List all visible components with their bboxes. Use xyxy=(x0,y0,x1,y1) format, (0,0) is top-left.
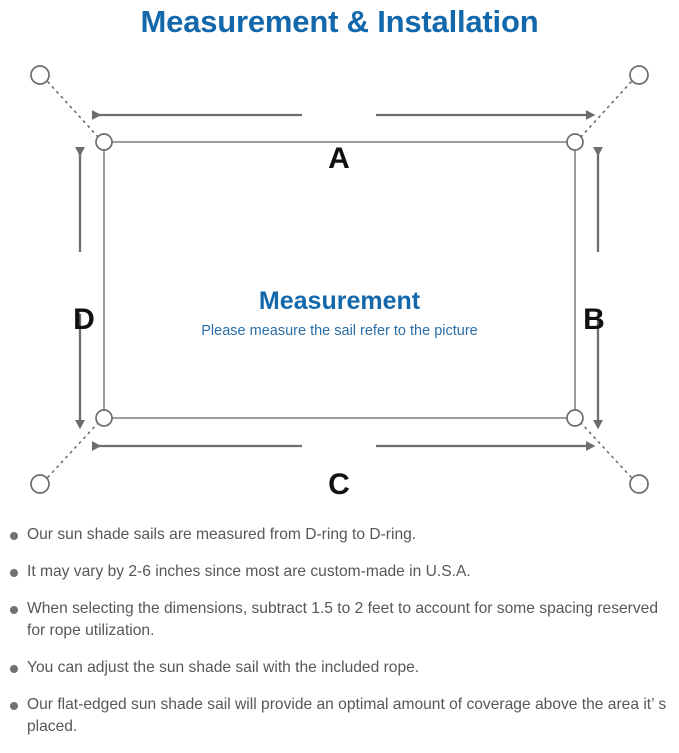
bullet-icon xyxy=(10,532,18,540)
notes-list: Our sun shade sails are measured from D-… xyxy=(0,524,679,753)
list-item: Our sun shade sails are measured from D-… xyxy=(0,524,679,546)
list-item: You can adjust the sun shade sail with t… xyxy=(0,657,679,679)
dimension-label-b: B xyxy=(583,303,605,336)
anchor-bottom-left-icon xyxy=(30,474,50,494)
rope-line-bottom-right xyxy=(579,421,632,478)
list-item: Our flat-edged sun shade sail will provi… xyxy=(0,694,679,738)
d-ring-top-left-icon xyxy=(95,133,113,151)
dimension-label-d: D xyxy=(73,303,95,336)
list-item-text: Our flat-edged sun shade sail will provi… xyxy=(27,696,667,735)
anchor-bottom-right-icon xyxy=(629,474,649,494)
anchor-top-right-icon xyxy=(629,65,649,85)
rope-line-top-left xyxy=(47,81,100,139)
measurement-heading: Measurement xyxy=(258,287,421,315)
list-item: When selecting the dimensions, subtract … xyxy=(0,598,679,642)
sun-shade-sail-measurement-diagram: A B C D Measurement Please measure the s… xyxy=(0,46,679,516)
d-ring-top-right-icon xyxy=(566,133,584,151)
sail-body xyxy=(103,141,576,419)
d-ring-bottom-right-icon xyxy=(566,409,584,427)
list-item-text: You can adjust the sun shade sail with t… xyxy=(27,659,420,676)
list-item: It may vary by 2-6 inches since most are… xyxy=(0,561,679,583)
dimension-label-c: C xyxy=(328,468,350,501)
anchor-top-left-icon xyxy=(30,65,50,85)
bullet-icon xyxy=(10,606,18,614)
list-item-text: When selecting the dimensions, subtract … xyxy=(27,600,659,639)
d-ring-bottom-left-icon xyxy=(95,409,113,427)
dimension-label-a: A xyxy=(328,142,350,175)
bullet-icon xyxy=(10,665,18,673)
list-item-text: Our sun shade sails are measured from D-… xyxy=(27,526,417,543)
rope-line-top-right xyxy=(579,81,632,139)
measurement-caption: Measurement Please measure the sail refe… xyxy=(0,286,679,342)
list-item-text: It may vary by 2-6 inches since most are… xyxy=(27,563,471,580)
bullet-icon xyxy=(10,702,18,710)
bullet-icon xyxy=(10,569,18,577)
page-title: Measurement & Installation xyxy=(140,4,539,39)
measurement-subheading: Please measure the sail refer to the pic… xyxy=(201,323,478,339)
rope-line-bottom-left xyxy=(47,421,100,478)
